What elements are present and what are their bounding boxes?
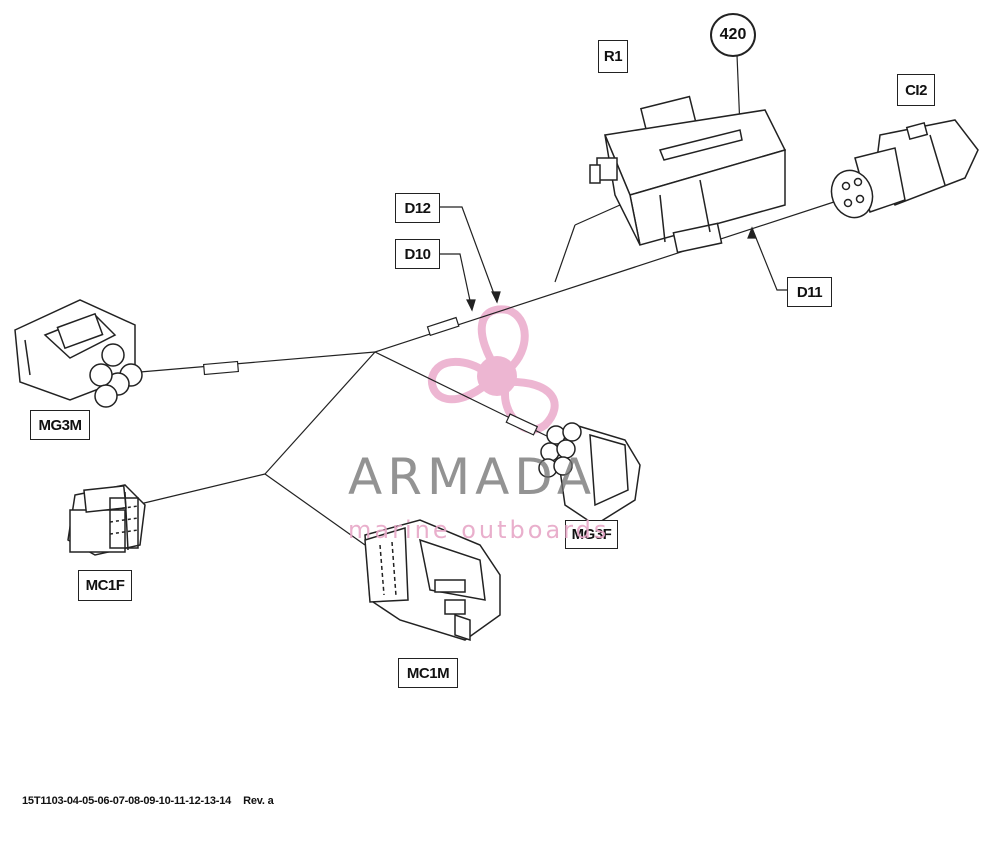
- label-mc1f: MC1F: [78, 570, 132, 601]
- r1-relay-connector: [589, 95, 787, 254]
- label-ci2: CI2: [897, 74, 935, 106]
- label-d10: D10: [395, 239, 440, 269]
- watermark-brand: ARMADA: [348, 448, 597, 506]
- label-d12: D12: [395, 193, 440, 223]
- label-420: 420: [710, 13, 756, 57]
- label-mg3m: MG3M: [30, 410, 90, 440]
- watermark-tagline: marine outboards: [348, 516, 610, 544]
- harness-wires: [139, 199, 841, 546]
- propeller-icon: [427, 305, 559, 434]
- label-d11: D11: [787, 277, 832, 307]
- mc1f-connector: [67, 484, 146, 556]
- label-r1: R1: [598, 40, 628, 73]
- ci2-connector: [830, 119, 979, 219]
- drawing-code: 15T1103-04-05-06-07-08-09-10-11-12-13-14: [22, 795, 232, 807]
- mc1m-connector: [364, 519, 501, 642]
- revision-label: Rev. a: [243, 795, 274, 807]
- mg3m-connector: [14, 299, 143, 408]
- label-mg3f: MG3F: [565, 520, 618, 549]
- drawing-reference: 15T1103-04-05-06-07-08-09-10-11-12-13-14…: [22, 795, 342, 813]
- label-mc1m: MC1M: [398, 658, 458, 688]
- mg3f-connector: [538, 422, 641, 526]
